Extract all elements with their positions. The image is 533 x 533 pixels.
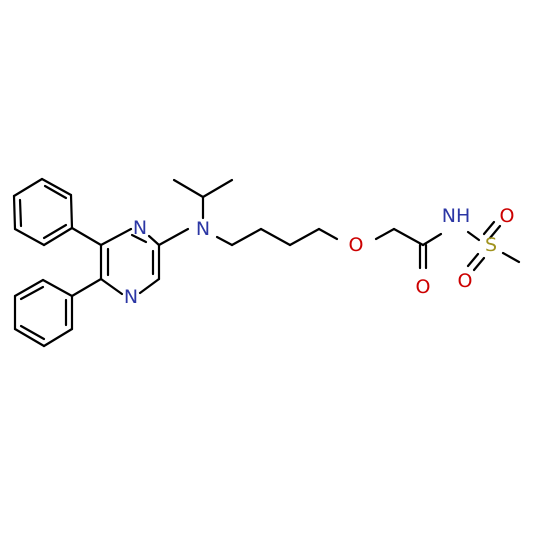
bond [40,177,73,197]
bond [138,277,161,295]
bond [157,227,190,247]
bond [12,177,44,198]
bond [12,194,17,231]
bond [230,227,263,247]
atom-nh-amide: NH [442,205,471,227]
atom-labels: N N N O O NH S O O [124,205,515,308]
bond [13,227,46,247]
bond [392,227,425,247]
bond [13,278,45,298]
bond [466,252,480,268]
bond [259,227,292,247]
atom-o-sulfonyl-bottom: O [458,270,473,292]
bond [42,327,74,348]
atom-o-ether: O [349,234,364,256]
bond [130,233,148,244]
bond [317,227,339,241]
atom-o-carbonyl: O [416,276,431,298]
atom-o-sulfonyl-top: O [500,205,515,227]
bond [99,277,124,296]
bond [147,234,161,247]
bond [488,224,502,240]
bond [482,220,496,236]
bond [69,193,74,230]
bond [172,178,205,199]
bond [215,235,234,247]
bond [18,198,23,228]
bond [41,278,74,298]
bond [472,256,486,272]
bond [19,324,46,341]
atom-n-pyrazine-bottom: N [124,286,138,308]
bond [99,227,133,247]
bond [288,227,321,247]
atom-s-sulfonyl: S [485,234,497,256]
bond [43,184,68,200]
bond [42,223,68,240]
bond [501,251,521,264]
bond [374,227,396,241]
bond [19,285,45,301]
bond [70,226,103,247]
atom-n-amine: N [196,218,210,240]
atom-n-pyrazine-top: N [133,217,147,239]
bond [201,178,234,199]
bond [42,226,74,247]
bond [13,327,46,348]
bond [421,232,443,247]
bond [466,230,481,242]
bonds [12,177,521,348]
bond [70,277,103,298]
